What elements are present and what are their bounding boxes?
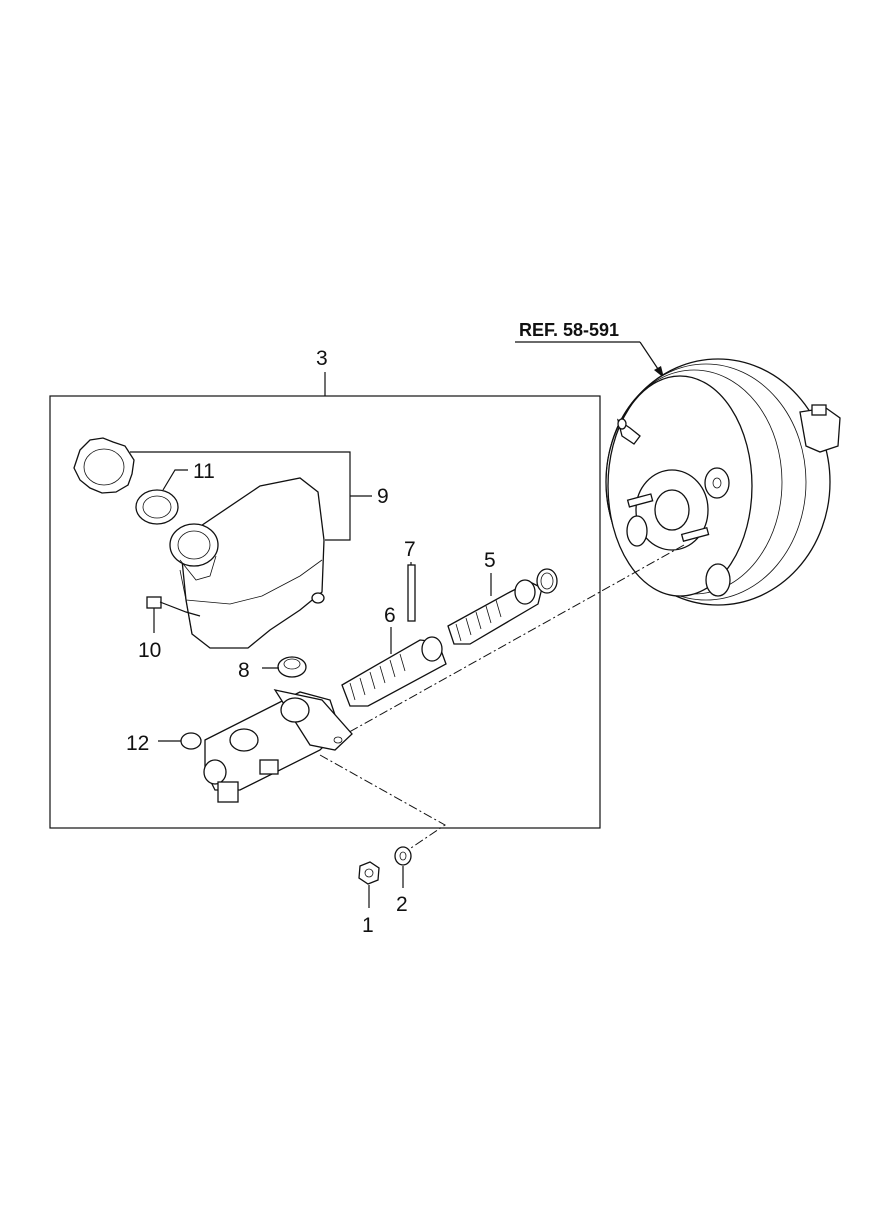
callout-7: 7 xyxy=(404,538,416,561)
ref-label: REF. 58-591 xyxy=(519,320,619,340)
mount-line xyxy=(319,754,446,853)
plug xyxy=(180,732,202,750)
callout-8: 8 xyxy=(238,659,250,682)
axis-line xyxy=(334,544,685,741)
callout-2: 2 xyxy=(396,893,408,916)
reservoir xyxy=(169,477,325,649)
callout-11: 11 xyxy=(193,460,215,483)
reservoir-cap xyxy=(73,437,135,494)
brake-booster xyxy=(605,358,841,606)
callout-3: 3 xyxy=(316,347,328,370)
leader-11 xyxy=(162,469,188,491)
callout-5: 5 xyxy=(484,549,496,572)
cap-seal xyxy=(135,489,179,525)
master-cylinder xyxy=(203,689,353,803)
callout-10: 10 xyxy=(138,639,161,662)
secondary-piston xyxy=(447,579,543,645)
washer xyxy=(394,846,412,866)
primary-piston xyxy=(341,636,447,707)
stop-pin xyxy=(407,564,416,622)
callout-12: 12 xyxy=(126,732,149,755)
grommet xyxy=(277,656,307,678)
nut xyxy=(358,861,380,885)
callout-9: 9 xyxy=(377,485,389,508)
snap-ring xyxy=(536,568,558,594)
callout-1: 1 xyxy=(362,914,374,937)
callout-6: 6 xyxy=(384,604,396,627)
